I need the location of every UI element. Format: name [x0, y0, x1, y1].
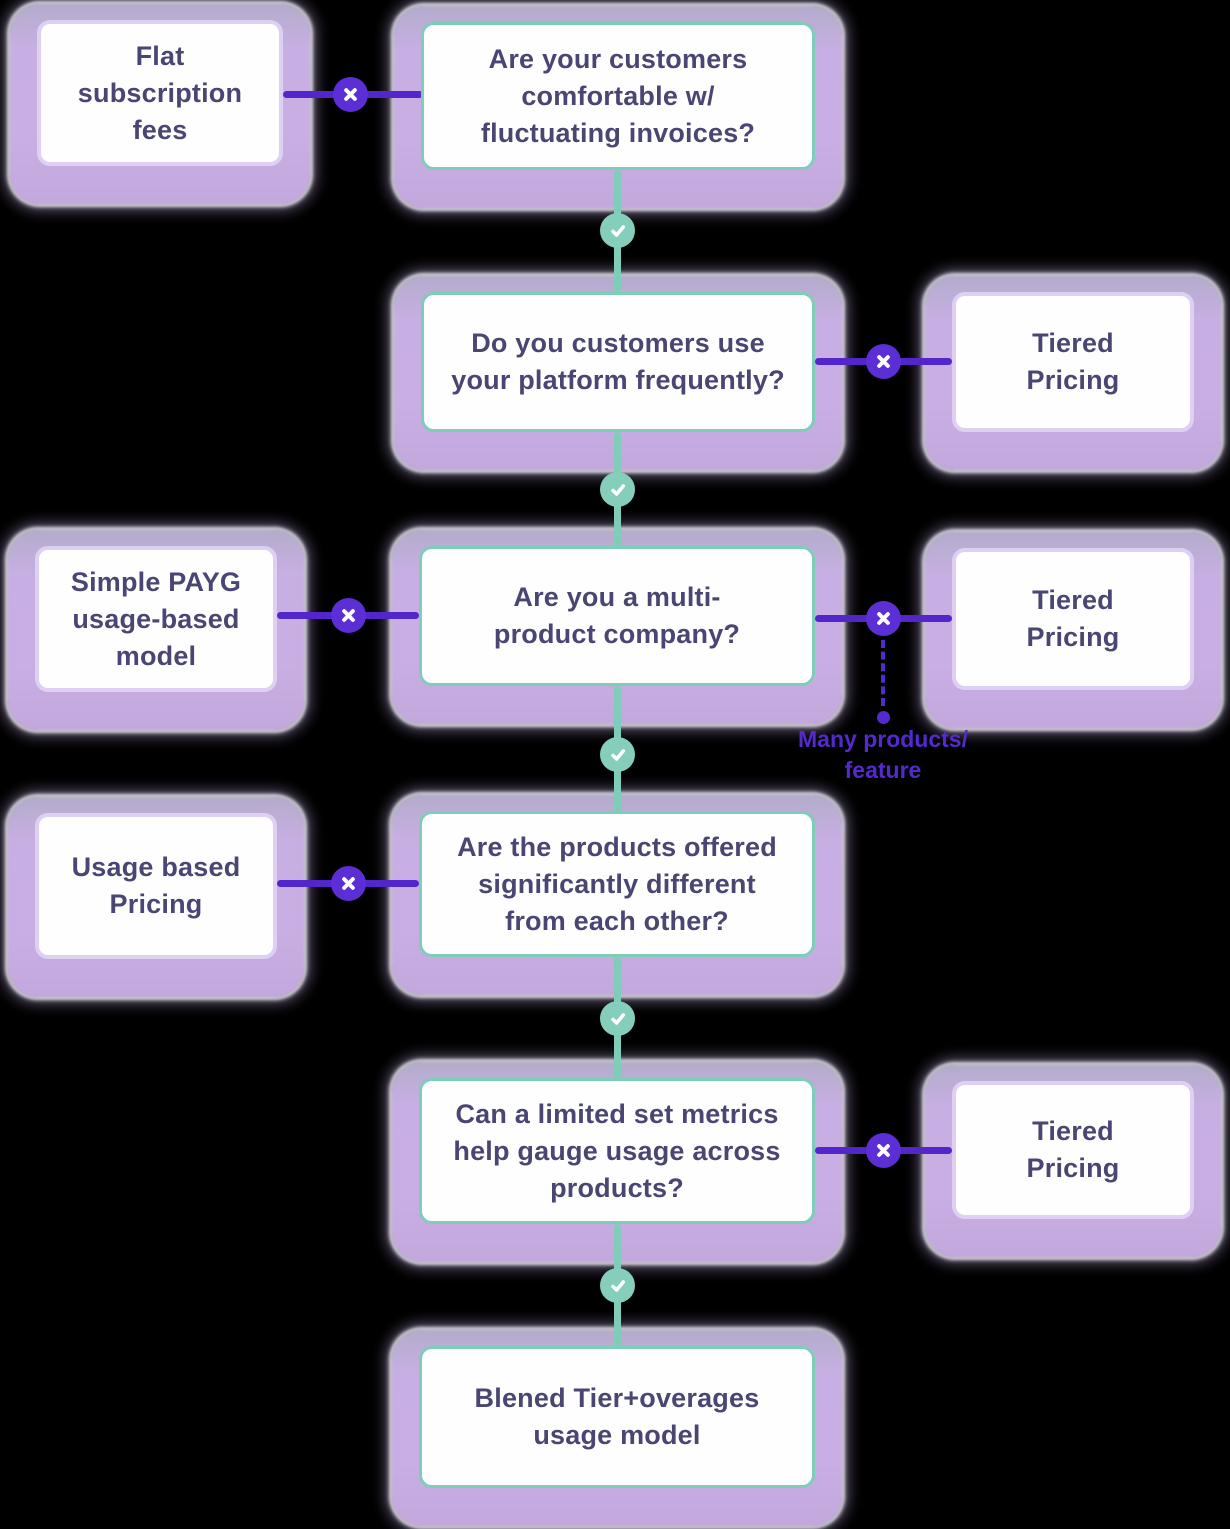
node-question-fluctuating-invoices: Are your customers comfortable w/ fluctu… [394, 6, 842, 208]
check-circle-icon [600, 1268, 635, 1303]
node-card: Tiered Pricing [952, 292, 1194, 432]
edge-many-products-dashed [881, 640, 885, 706]
x-circle-icon [331, 866, 366, 901]
node-blended-tier-overages: Blened Tier+overages usage model [392, 1330, 842, 1526]
node-card: Are you a multi- product company? [419, 546, 815, 686]
node-tiered-pricing-3: Tiered Pricing [925, 1065, 1221, 1257]
node-card: Do you customers use your platform frequ… [421, 292, 815, 432]
node-text: Tiered Pricing [1026, 1116, 1120, 1183]
node-tiered-pricing-2: Tiered Pricing [925, 532, 1221, 728]
node-card: Can a limited set metrics help gauge usa… [419, 1078, 815, 1224]
node-text: Are you a multi- product company? [493, 582, 741, 649]
node-card: Blened Tier+overages usage model [419, 1346, 815, 1488]
node-text: Tiered Pricing [1026, 585, 1120, 652]
x-circle-icon [866, 601, 901, 636]
node-card: Are the products offered significantly d… [419, 811, 815, 957]
node-flat-subscription-fees: Flat subscription fees [10, 4, 310, 204]
node-card: Tiered Pricing [952, 1081, 1194, 1219]
dot-icon [877, 711, 890, 724]
node-card: Usage based Pricing [35, 813, 277, 959]
x-circle-icon [866, 344, 901, 379]
check-circle-icon [600, 472, 635, 507]
node-text: Are your customers comfortable w/ fluctu… [480, 43, 756, 148]
node-text: Can a limited set metrics help gauge usa… [453, 1098, 781, 1203]
node-text: Flat subscription fees [77, 40, 243, 145]
node-simple-payg: Simple PAYG usage-based model [8, 530, 304, 730]
x-circle-icon [333, 77, 368, 112]
x-circle-icon [866, 1133, 901, 1168]
node-card: Tiered Pricing [952, 548, 1194, 690]
node-text: Do you customers use your platform frequ… [451, 328, 785, 395]
node-text: Simple PAYG usage-based model [70, 566, 242, 671]
node-card: Simple PAYG usage-based model [35, 546, 277, 692]
check-circle-icon [600, 737, 635, 772]
check-circle-icon [600, 213, 635, 248]
node-usage-based-pricing: Usage based Pricing [8, 797, 304, 997]
node-card: Are your customers comfortable w/ fluctu… [421, 22, 815, 170]
check-circle-icon [600, 1001, 635, 1036]
node-text: Tiered Pricing [1026, 328, 1120, 395]
node-text: Blened Tier+overages usage model [474, 1383, 760, 1450]
x-circle-icon [331, 598, 366, 633]
node-card: Flat subscription fees [37, 20, 283, 166]
node-tiered-pricing-1: Tiered Pricing [925, 276, 1221, 470]
node-text: Usage based Pricing [71, 852, 241, 919]
branch-label-many-products: Many products/ feature [798, 726, 968, 783]
node-question-multi-product: Are you a multi- product company? [392, 530, 842, 724]
node-text: Are the products offered significantly d… [457, 831, 777, 936]
